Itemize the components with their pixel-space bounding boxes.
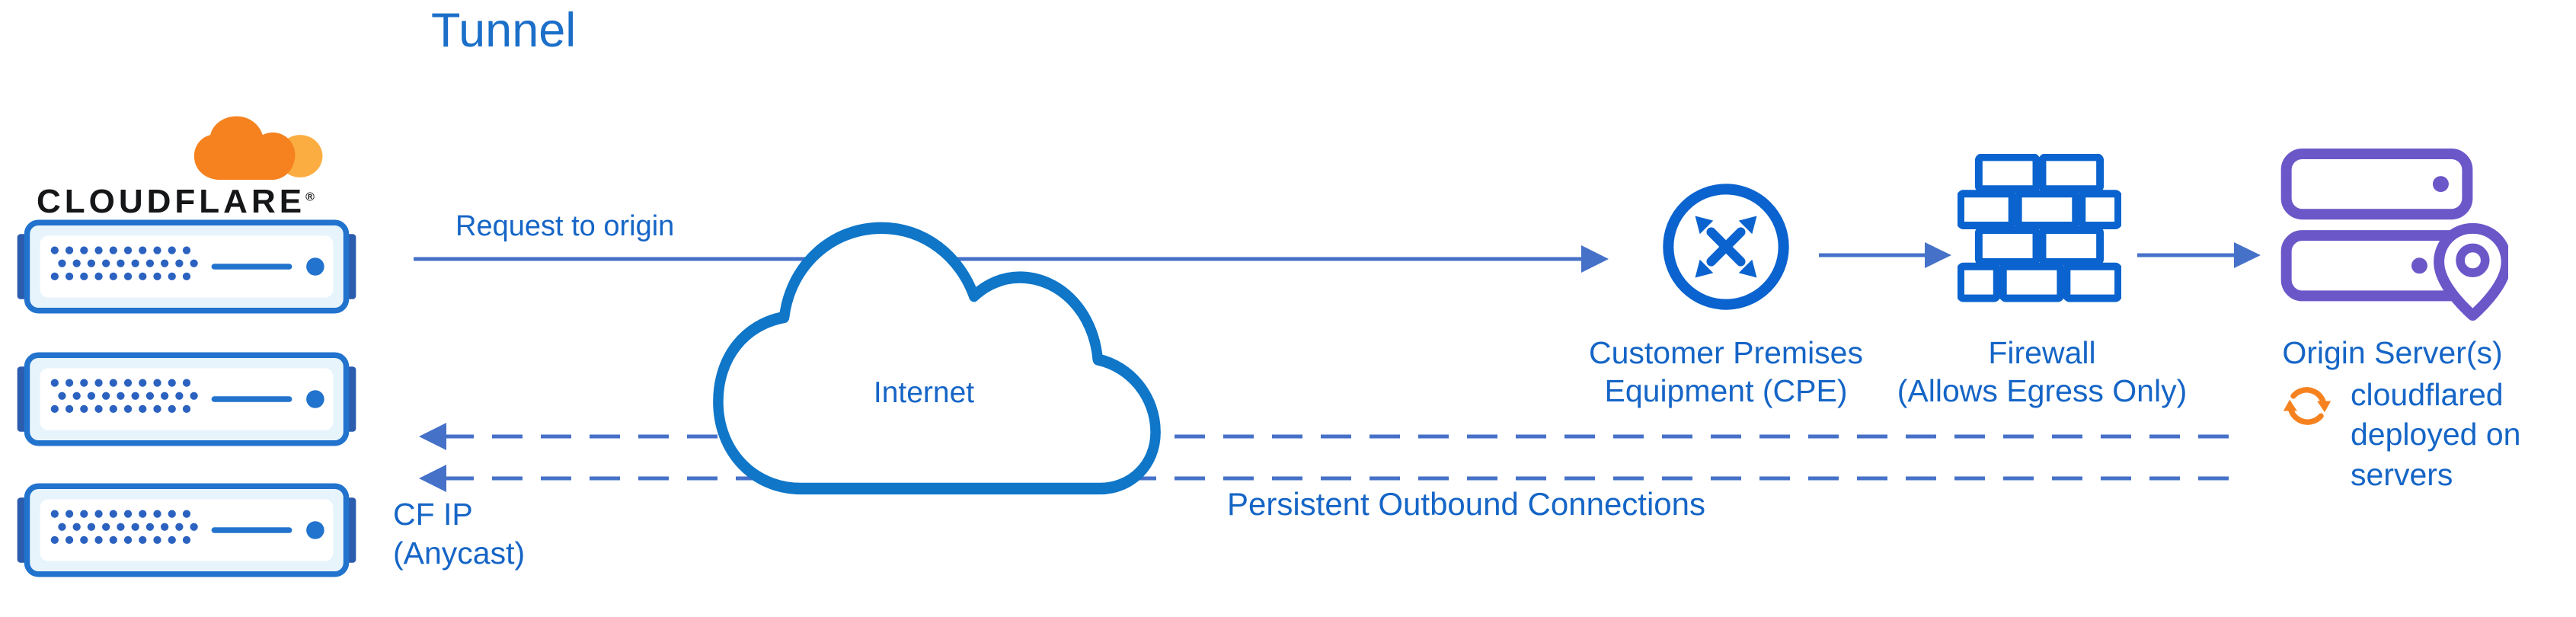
firewall-label: Firewall (Allows Egress Only) [1897, 334, 2187, 411]
cloudflare-brand-name: CLOUDFLARE® [37, 183, 315, 221]
cpe-label-line2: Equipment (CPE) [1604, 373, 1848, 409]
brand-text: CLOUDFLARE [37, 183, 306, 220]
request-to-origin-label: Request to origin [455, 210, 675, 242]
server-dot-grid [50, 510, 198, 544]
cloudflared-sync-icon [2283, 387, 2332, 425]
cf-ip-line1: CF IP [393, 497, 473, 532]
cpe-router-icon [1663, 184, 1789, 310]
cloudflared-label: cloudflared deployed on servers [2351, 375, 2520, 494]
firewall-icon [1958, 154, 2121, 302]
cpe-to-firewall-arrow [1819, 242, 1951, 268]
server-dot-grid [50, 379, 198, 413]
dashed-arrow-bottom [419, 465, 2238, 492]
diagram-title: Tunnel [431, 4, 577, 57]
cloudflared-label-line2: deployed on [2351, 417, 2521, 452]
cloudflare-logo-cloud-icon [193, 116, 323, 181]
cloudflared-label-line3: servers [2351, 456, 2453, 492]
cpe-label-line1: Customer Premises [1589, 335, 1863, 370]
origin-server-icon [2280, 148, 2508, 321]
firewall-label-line2: (Allows Egress Only) [1897, 373, 2188, 409]
cpe-label: Customer Premises Equipment (CPE) [1589, 334, 1863, 411]
cf-ip-line2: (Anycast) [393, 535, 526, 571]
cloudflared-label-line1: cloudflared [2351, 377, 2504, 412]
server-dot-grid [50, 246, 198, 280]
internet-cloud-icon [713, 222, 1161, 495]
cf-ip-anycast-label: CF IP (Anycast) [393, 495, 525, 574]
server-rack-icon [17, 219, 356, 314]
persistent-outbound-label: Persistent Outbound Connections [1226, 486, 1706, 522]
solid-request-arrow [414, 245, 1609, 273]
server-rack-icon [17, 483, 356, 577]
registered-mark: ® [305, 190, 315, 204]
origin-server-label: Origin Server(s) [2282, 335, 2503, 370]
firewall-to-origin-arrow [2137, 242, 2261, 268]
firewall-label-line1: Firewall [1988, 335, 2096, 370]
internet-label: Internet [873, 376, 975, 409]
server-rack-icon [17, 352, 356, 446]
